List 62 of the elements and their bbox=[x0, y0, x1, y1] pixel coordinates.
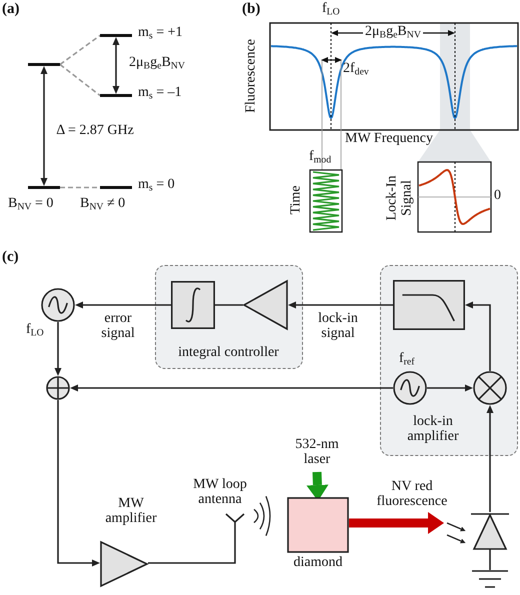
summing-junction bbox=[46, 376, 70, 400]
edge-label: NV red fluorescence bbox=[376, 480, 448, 510]
frequency-label: f$_{ref}$ bbox=[399, 352, 415, 367]
plot-label: B$_{NV}$ ≠ 0 bbox=[80, 197, 126, 212]
plot-label: MW Frequency bbox=[345, 132, 433, 147]
level-label: m$_{s}$ = 0 bbox=[138, 178, 175, 193]
integrator-block bbox=[170, 280, 214, 328]
arrow bbox=[466, 302, 491, 371]
energy-level bbox=[100, 34, 132, 37]
dashed-line bbox=[60, 186, 100, 188]
energy-level bbox=[28, 63, 60, 66]
level-label: m$_{s}$ = +1 bbox=[138, 26, 183, 41]
edge-label: 2μ$_{B}$g$_{e}$B$_{NV}$ bbox=[128, 56, 186, 71]
arrow bbox=[40, 67, 48, 185]
component-label: diamond bbox=[292, 556, 344, 571]
dashed-group-box bbox=[380, 265, 518, 456]
axis-label: Lock-In Signal bbox=[385, 174, 415, 223]
photodiode-symbol bbox=[444, 512, 511, 552]
axis-label: Time bbox=[290, 185, 304, 215]
plot-label: f$_{LO}$ bbox=[322, 2, 340, 17]
panel-label: (c) bbox=[2, 250, 19, 266]
dashed-line bbox=[60, 34, 100, 66]
energy-level bbox=[100, 186, 132, 189]
arrow bbox=[112, 38, 120, 93]
line bbox=[489, 552, 491, 570]
arrow bbox=[486, 406, 494, 512]
dashed-group-box bbox=[155, 265, 303, 369]
plot-label: 2μ$_{B}$g$_{e}$B$_{NV}$ bbox=[363, 25, 423, 40]
beam-arrow bbox=[349, 515, 444, 531]
component-label: 532-nm laser bbox=[294, 438, 340, 468]
line bbox=[148, 536, 236, 564]
frequency-label: f$_{LO}$ bbox=[26, 323, 44, 338]
arrow bbox=[427, 384, 472, 392]
panel-label: (b) bbox=[242, 2, 260, 18]
line bbox=[215, 304, 243, 306]
group-title: integral controller bbox=[177, 346, 280, 361]
amplifier-symbol bbox=[242, 280, 288, 330]
energy-level bbox=[28, 186, 60, 189]
edge-label: error signal bbox=[100, 312, 136, 342]
level-label: m$_{s}$ = –1 bbox=[138, 86, 182, 101]
edge-label: Δ = 2.87 GHz bbox=[55, 124, 135, 139]
plot-label: B$_{NV}$ = 0 bbox=[8, 197, 54, 212]
arrow bbox=[71, 384, 393, 392]
group-title: lock-in amplifier bbox=[406, 415, 460, 444]
plot-label: f$_{mod}$ bbox=[309, 150, 332, 165]
tick-label: 0 bbox=[494, 189, 501, 204]
oscillator-symbol bbox=[392, 370, 426, 404]
arrow bbox=[54, 322, 62, 375]
mixer-symbol bbox=[472, 370, 506, 404]
energy-level bbox=[100, 94, 132, 97]
arrow bbox=[76, 302, 171, 308]
dashed-line bbox=[60, 64, 100, 96]
arrow bbox=[57, 400, 99, 566]
axis-label: Fluorescence bbox=[244, 39, 260, 113]
component-label: MW amplifier bbox=[104, 497, 158, 526]
panel-label: (a) bbox=[2, 2, 20, 18]
plot-label: 2f$_{dev}$ bbox=[343, 62, 369, 77]
component-label: MW loop antenna bbox=[192, 478, 248, 508]
oscillator-symbol bbox=[41, 288, 75, 322]
edge-label: lock-in signal bbox=[317, 312, 359, 342]
arrow bbox=[289, 302, 393, 308]
low-pass-filter-block bbox=[392, 280, 464, 330]
